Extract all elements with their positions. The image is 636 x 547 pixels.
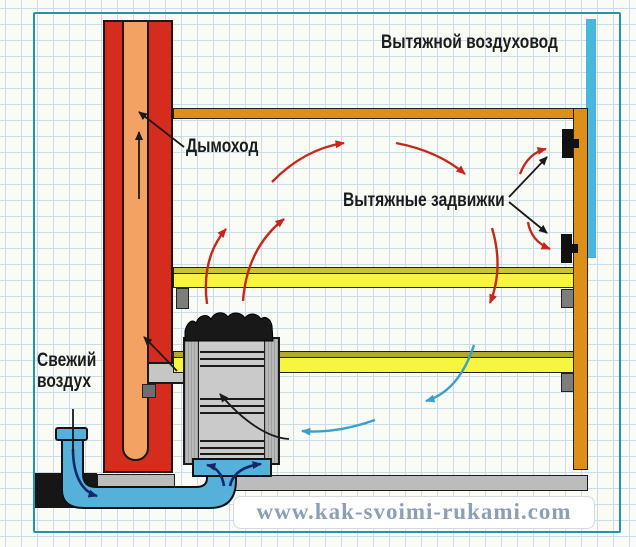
upper-bench	[173, 267, 575, 288]
exhaust-duct-label: Вытяжной воздуховод	[381, 32, 558, 53]
lower-damper	[561, 234, 572, 263]
sauna-stove	[183, 337, 280, 465]
fresh-air-label-line2: воздух	[37, 371, 92, 392]
exhaust-duct-wall	[573, 108, 588, 470]
upper-bench-board	[173, 273, 575, 288]
diagram-border-frame	[33, 12, 621, 533]
stove-vent-slot	[200, 405, 264, 407]
floor-slab	[233, 475, 588, 491]
stove-vent-slot	[200, 447, 264, 449]
stove-vent-slot	[200, 358, 264, 360]
stove-vent-slot	[200, 398, 264, 400]
stove-vent-slot	[200, 365, 264, 367]
foundation-block	[35, 473, 97, 508]
stove-vent-slot	[200, 412, 264, 414]
upper-bench-left-bracket	[176, 288, 189, 309]
watermark-text: www.kak-svoimi-rukami.com	[256, 499, 572, 524]
stove-right-column	[264, 339, 278, 463]
chimney-label: Дымоход	[186, 136, 259, 157]
stove-vent-slot	[200, 440, 264, 442]
stove-vent-slot	[200, 453, 264, 455]
upper-damper	[562, 129, 573, 158]
stove-left-column	[185, 339, 199, 463]
stove-vent-slot	[200, 351, 264, 353]
fresh-air-label-line1: Свежий	[37, 350, 97, 371]
flue-bracket	[142, 384, 156, 398]
exhaust-duct-ceiling	[173, 108, 588, 119]
upper-damper-stub	[571, 139, 579, 148]
exhaust-shaft-panel	[586, 19, 596, 258]
lower-damper-stub	[570, 244, 578, 253]
chimney-base-slab	[97, 474, 175, 489]
exhaust-valves-label: Вытяжные задвижки	[343, 190, 505, 211]
watermark-band	[233, 496, 595, 529]
